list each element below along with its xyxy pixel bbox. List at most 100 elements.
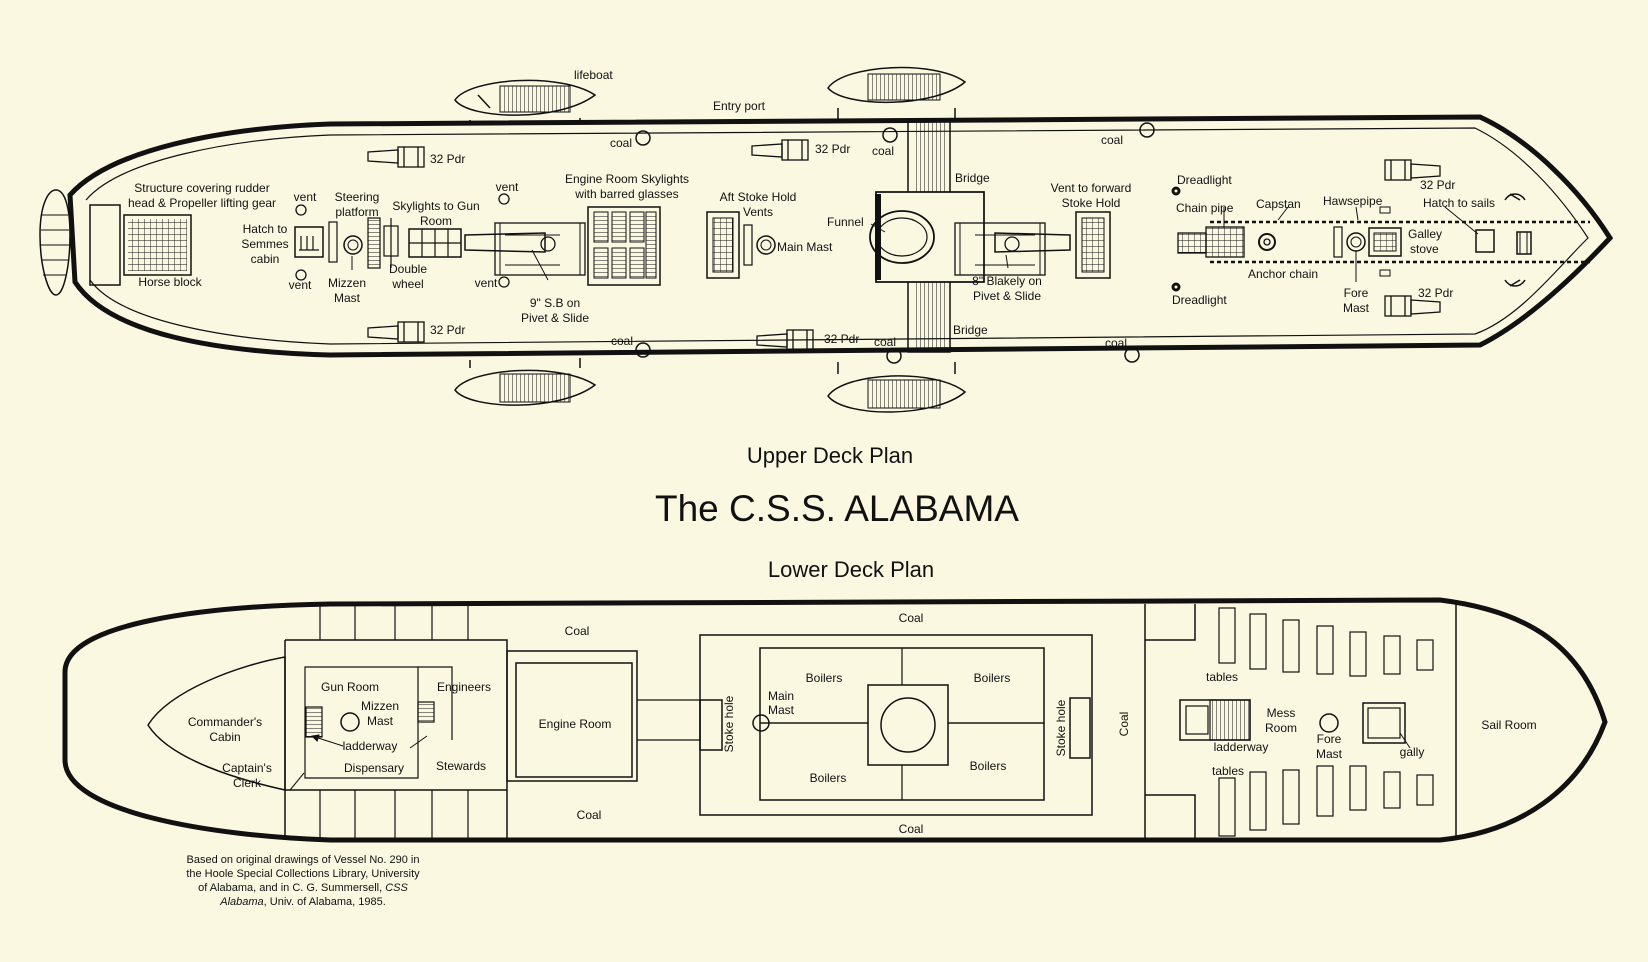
gun-32pdr (367, 146, 425, 168)
label-dispensary: Dispensary (344, 761, 404, 775)
label-mizzen: Mizzen (328, 276, 366, 290)
upper-deck-plan (39, 66, 1614, 413)
label-main-mast: Main (768, 689, 794, 703)
label-engine-skylights: Engine Room Skylights (565, 172, 689, 186)
label-ladderway: ladderway (1214, 740, 1269, 754)
main-mast-upper (756, 235, 776, 255)
source-credit: Based on original drawings of Vessel No.… (186, 854, 420, 908)
svg-text:Alabama, Univ. of Alabama, 198: Alabama, Univ. of Alabama, 1985. (219, 896, 386, 908)
upper-hull-inner (85, 127, 1589, 345)
label-fore-mast-2: Mast (1343, 301, 1370, 315)
mizzen-mast-lower (340, 712, 360, 732)
galley-stove (1368, 227, 1402, 257)
label-32pdr: 32 Pdr (1418, 286, 1453, 300)
label-coal: Coal (899, 822, 924, 836)
label-funnel: Funnel (827, 215, 864, 229)
label-deadlight: Dreadlight (1172, 293, 1227, 307)
label-boilers: Boilers (970, 759, 1007, 773)
label-fore-mast: Fore (1344, 286, 1369, 300)
label-coal: Coal (577, 808, 602, 822)
label-fore-mast: Fore (1317, 732, 1342, 746)
gun-32pdr (367, 321, 425, 343)
gun-32pdr (751, 139, 809, 161)
label-engine-room: Engine Room (539, 717, 612, 731)
label-engineers: Engineers (437, 680, 491, 694)
label-32pdr: 32 Pdr (824, 332, 859, 346)
svg-text:of Alabama, and in C. G. Summe: of Alabama, and in C. G. Summersell, CSS (198, 882, 408, 894)
label-coal: Coal (899, 611, 924, 625)
label-32pdr: 32 Pdr (430, 152, 465, 166)
ladderway-aft-2 (417, 701, 435, 723)
label-sb-gun: 9" S.B on (530, 296, 580, 310)
svg-text:the Hoole Special Collections: the Hoole Special Collections Library, U… (186, 868, 420, 880)
lower-deck-plan (62, 597, 1608, 843)
label-boilers: Boilers (810, 771, 847, 785)
label-double-wheel-2: wheel (391, 277, 423, 291)
lower-deck-title: Lower Deck Plan (768, 557, 934, 582)
label-stewards: Stewards (436, 759, 486, 773)
label-boilers: Boilers (806, 671, 843, 685)
titles: Upper Deck Plan The C.S.S. ALABAMA Lower… (655, 443, 1019, 582)
label-coal: coal (1105, 336, 1127, 350)
label-aft-stoke: Aft Stoke Hold (720, 190, 797, 204)
label-blakely-2: Pivet & Slide (973, 289, 1041, 303)
lifeboat (454, 79, 597, 124)
label-clerk-2: Clerk (233, 776, 262, 790)
label-hatch-sails: Hatch to sails (1423, 196, 1495, 210)
pivot-gun-blakely (954, 222, 1071, 276)
label-hatch-semmes: Hatch to (243, 222, 288, 236)
fore-mast-upper (1346, 232, 1366, 252)
label-coal: Coal (565, 624, 590, 638)
label-bridge: Bridge (953, 323, 988, 337)
fore-mast-lower (1319, 713, 1339, 733)
label-anchor-chain: Anchor chain (1248, 267, 1318, 281)
gun-32pdr (756, 329, 814, 351)
label-mizzen-2: Mast (367, 714, 394, 728)
label-gally: gally (1400, 745, 1425, 759)
funnel-housing (875, 191, 985, 283)
label-capstan: Capstan (1256, 197, 1301, 211)
label-engine-skylights-2: with barred glasses (574, 187, 678, 201)
label-mizzen: Mizzen (361, 699, 399, 713)
label-mess-room-2: Room (1265, 721, 1297, 735)
ladderway-aft (305, 706, 323, 738)
gun-32pdr (1384, 159, 1441, 181)
lower-deck-labels: Coal Coal Coal Coal Coal Commander's Cab… (188, 611, 1537, 836)
label-mizzen-2: Mast (334, 291, 361, 305)
label-vent-fwd-2: Stoke Hold (1062, 196, 1121, 210)
hatch-sails (1475, 229, 1495, 253)
label-tables: tables (1212, 764, 1244, 778)
anchor-chain (1210, 220, 1590, 264)
upper-deck-title: Upper Deck Plan (747, 443, 913, 468)
label-sail-room: Sail Room (1481, 718, 1536, 732)
label-hawsepipe: Hawsepipe (1323, 194, 1383, 208)
label-commander: Commander's (188, 715, 262, 729)
stern-boat (39, 189, 71, 296)
stoke-hole-aft (699, 699, 723, 751)
label-horse-block: Horse block (138, 275, 202, 289)
main-title: The C.S.S. ALABAMA (655, 488, 1019, 529)
label-vent: vent (496, 180, 519, 194)
rudder-structure (123, 214, 192, 276)
label-coal: coal (611, 334, 633, 348)
label-commander-2: Cabin (209, 730, 240, 744)
fwd-stoke-vent (1075, 211, 1111, 279)
label-double-wheel: Double (389, 262, 427, 276)
capstan (1258, 233, 1276, 251)
upper-deck-labels: lifeboat Entry port coal coal coal coal … (128, 68, 1495, 350)
label-mess-room: Mess (1267, 706, 1296, 720)
funnel (869, 210, 935, 264)
label-bridge: Bridge (955, 171, 990, 185)
boiler-block (699, 634, 1093, 816)
label-chain-pipe: Chain pipe (1176, 201, 1234, 215)
label-vent: vent (294, 190, 317, 204)
label-coal: coal (610, 136, 632, 150)
label-main-mast-2: Mast (768, 703, 795, 717)
label-structure: Structure covering rudder (134, 181, 269, 195)
label-structure-2: head & Propeller lifting gear (128, 196, 276, 210)
label-tables: tables (1206, 670, 1238, 684)
label-coal: coal (874, 335, 896, 349)
lifeboat (827, 66, 967, 120)
label-stoke-hole: Stoke hole (1054, 699, 1068, 756)
